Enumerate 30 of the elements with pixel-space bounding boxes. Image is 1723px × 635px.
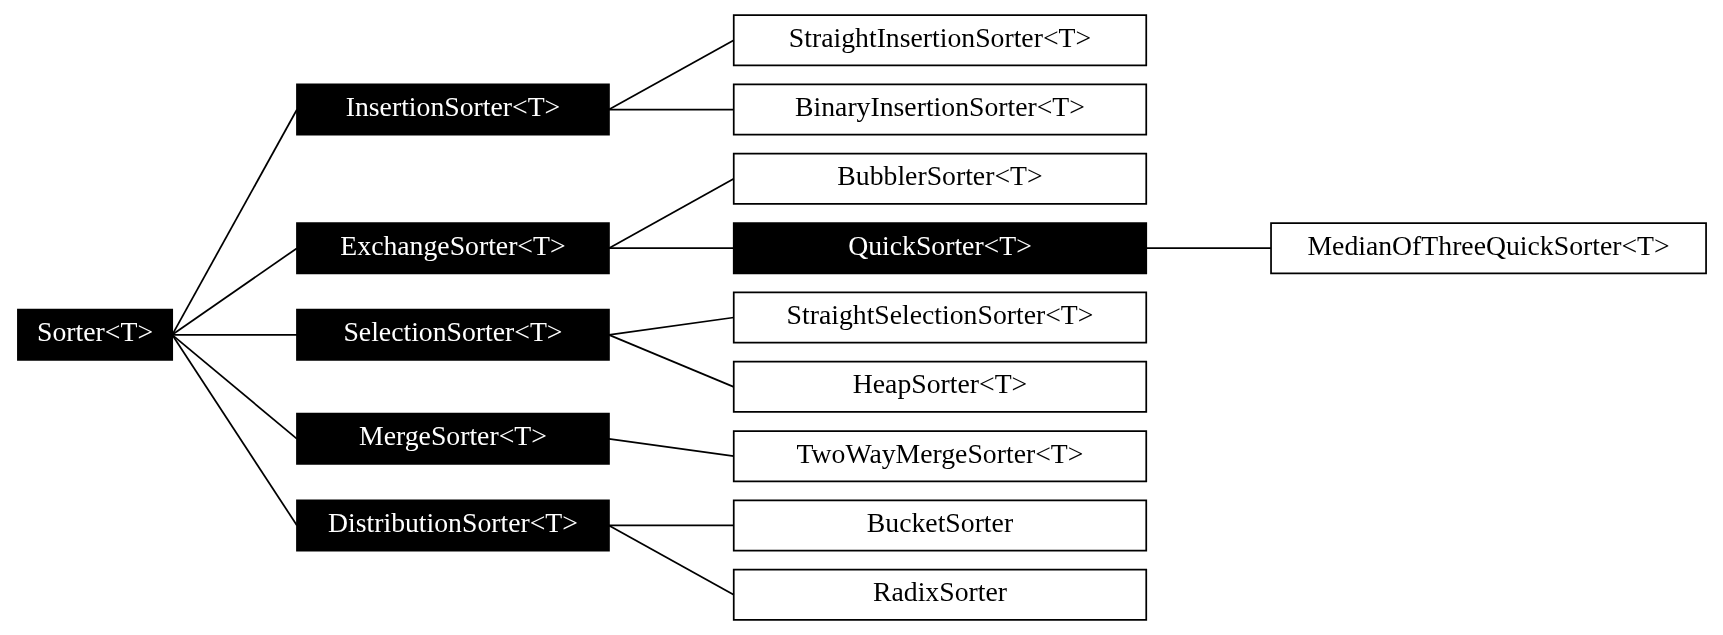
connector (1144, 247, 1272, 250)
node-box: TwoWayMergeSorter<T> (732, 430, 1147, 483)
node-box: InsertionSorter<T> (295, 83, 610, 136)
connector (170, 333, 298, 440)
connector (607, 247, 735, 250)
connector (607, 39, 735, 111)
connector (170, 247, 298, 336)
connector (170, 333, 298, 336)
connector (607, 437, 735, 458)
connector (607, 177, 735, 250)
node-box: DistributionSorter<T> (295, 499, 610, 552)
connector (607, 108, 735, 111)
node-box: MedianOfThreeQuickSorter<T> (1269, 222, 1707, 275)
node-box: QuickSorter<T> (732, 222, 1147, 275)
node-box: StraightInsertionSorter<T> (732, 14, 1147, 67)
node-box: ExchangeSorter<T> (295, 222, 610, 275)
node-box: BucketSorter (732, 499, 1147, 552)
node-box: MergeSorter<T> (295, 412, 610, 465)
node-box: Sorter<T> (16, 308, 173, 361)
node-box: SelectionSorter<T> (295, 308, 610, 361)
connector (607, 316, 735, 336)
connector (170, 333, 298, 527)
node-box: StraightSelectionSorter<T> (732, 291, 1147, 344)
node-box: RadixSorter (732, 568, 1147, 621)
connector (170, 108, 298, 336)
connector (607, 524, 735, 596)
connector (607, 333, 735, 388)
node-box: HeapSorter<T> (732, 360, 1147, 413)
node-box: BinaryInsertionSorter<T> (732, 83, 1147, 136)
node-box: BubblerSorter<T> (732, 152, 1147, 205)
